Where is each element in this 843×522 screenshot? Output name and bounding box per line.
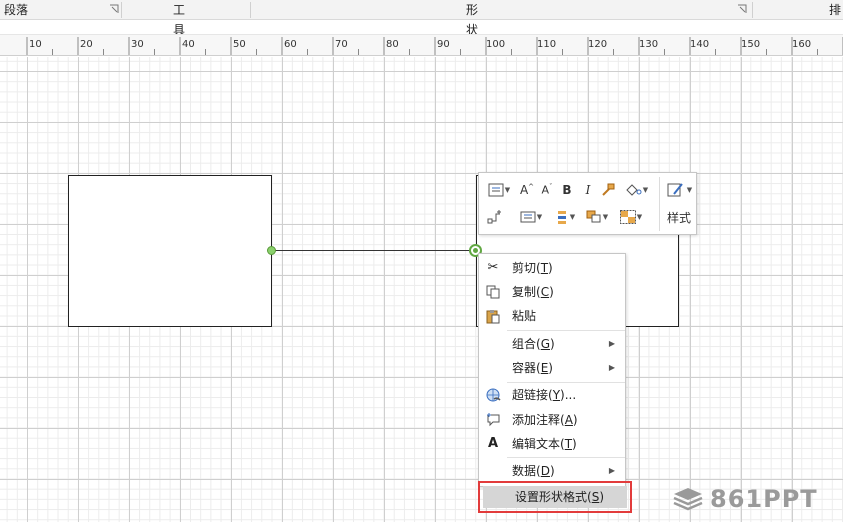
dropdown-caret-icon: ▼ [642,186,649,194]
position-icon [557,211,566,224]
drawing-canvas[interactable] [0,57,843,522]
ribbon-group-paragraph: 段落 [4,0,119,20]
menu-item-group[interactable]: 组合(G) ▶ [479,332,625,356]
align-icon [520,211,536,223]
menu-item-format-shape[interactable]: 设置形状格式(S) [483,486,627,508]
ruler-label: 140 [690,39,710,50]
fill-color-button[interactable]: ▼ [620,181,652,199]
dropdown-caret-icon: ▼ [569,213,576,221]
menu-item-container[interactable]: 容器(E) ▶ [479,356,625,380]
ruler-label: 50 [233,39,246,50]
format-painter-button[interactable] [599,181,617,199]
stacked-layers-logo-icon [673,488,703,511]
submenu-arrow-icon: ▶ [608,363,615,372]
menu-item-format-shape-highlight[interactable]: 设置形状格式(S) [478,481,632,513]
ruler-label: 130 [639,39,659,50]
decrease-font-button[interactable]: Aˇ [539,181,555,199]
scissors-icon: ✂ [487,260,499,275]
paste-icon [485,308,501,324]
menu-item-add-comment[interactable]: 添加注释(A) [479,408,625,432]
menu-separator [507,382,625,383]
ruler-label: 150 [741,39,761,50]
ribbon-separator [752,2,753,18]
ribbon-group-labels: 段落 工具 形状样式 排 [0,0,843,77]
text-block-icon [488,183,504,197]
connector-tool-icon [487,210,501,224]
menu-item-cut[interactable]: ✂ 剪切(T) [479,256,625,280]
align-button[interactable]: ▼ [517,207,545,227]
dropdown-caret-icon: ▼ [536,213,543,221]
ruler-label: 160 [792,39,812,50]
context-menu: ✂ 剪切(T) 复制(C) 粘贴 组合(G) ▶ 容器(E) ▶ 超链接(Y).… [478,253,626,487]
menu-separator [507,457,625,458]
ruler-label: 30 [131,39,144,50]
italic-button[interactable]: I [585,183,591,197]
fill-bucket-icon [626,184,642,196]
ruler-label: 110 [537,39,557,50]
dropdown-caret-icon: ▼ [504,186,511,194]
horizontal-ruler[interactable]: 10 20 30 40 50 60 70 80 90 100 110 120 1… [0,34,843,56]
ruler-label: 100 [486,39,506,50]
position-button[interactable]: ▼ [551,207,579,227]
ruler-label: 20 [80,39,93,50]
text-block-button[interactable]: ▼ [485,181,513,199]
watermark: 861PPT [672,484,818,514]
ruler-label: 40 [182,39,195,50]
connector-tool-button[interactable] [485,207,505,227]
menu-item-edit-text[interactable]: A 编辑文本(T) [479,432,625,456]
hyperlink-icon [485,387,501,403]
styles-label[interactable]: 样式 [666,210,691,225]
comment-icon [485,412,501,428]
increase-font-icon: A^ [519,183,535,197]
menu-item-data[interactable]: 数据(D) ▶ [479,459,625,483]
increase-font-button[interactable]: A^ [519,181,535,199]
dialog-launcher-icon[interactable] [737,4,747,14]
ruler-label: 90 [437,39,450,50]
rectangle-shape-left[interactable] [68,175,272,327]
ribbon-separator [121,2,122,18]
menu-item-hyperlink[interactable]: 超链接(Y)... [479,383,625,407]
watermark-text: 861PPT [710,485,818,513]
bring-forward-icon [586,210,601,223]
connector-begin-handle[interactable] [267,246,276,255]
text-icon: A [487,436,499,451]
bold-button[interactable]: B [562,183,572,197]
menu-item-paste[interactable]: 粘贴 [479,304,625,328]
dropdown-caret-icon: ▼ [686,186,693,194]
dropdown-caret-icon: ▼ [636,213,643,221]
ruler-label: 10 [29,39,42,50]
tools-group-label: 工具 [173,3,186,37]
dropdown-caret-icon: ▼ [602,213,609,221]
group-icon [619,210,636,224]
toolbar-separator [659,177,660,231]
dialog-launcher-icon[interactable] [109,4,119,14]
ribbon-separator [250,2,251,18]
menu-separator [507,330,625,331]
paragraph-group-label: 段落 [4,3,29,17]
ruler-label: 60 [284,39,297,50]
arrange-group-label: 排 [829,3,842,17]
group-button[interactable]: ▼ [615,207,647,227]
menu-item-copy[interactable]: 复制(C) [479,280,625,304]
copy-icon [485,284,501,300]
mini-toolbar: ▼ A^ Aˇ B I ▼ ▼ ▼ ▼ ▼ ▼ 样式 [478,172,697,235]
ruler-label: 80 [386,39,399,50]
decrease-font-icon: Aˇ [541,183,553,197]
ruler-label: 70 [335,39,348,50]
format-painter-icon [602,183,615,196]
bring-forward-button[interactable]: ▼ [583,207,611,227]
quick-styles-icon [667,183,683,197]
connector-line[interactable] [272,250,476,251]
ruler-label: 120 [588,39,608,50]
ruler-ticks [26,37,843,55]
quick-styles-button[interactable]: ▼ [665,179,693,201]
submenu-arrow-icon: ▶ [608,466,615,475]
submenu-arrow-icon: ▶ [608,339,615,348]
